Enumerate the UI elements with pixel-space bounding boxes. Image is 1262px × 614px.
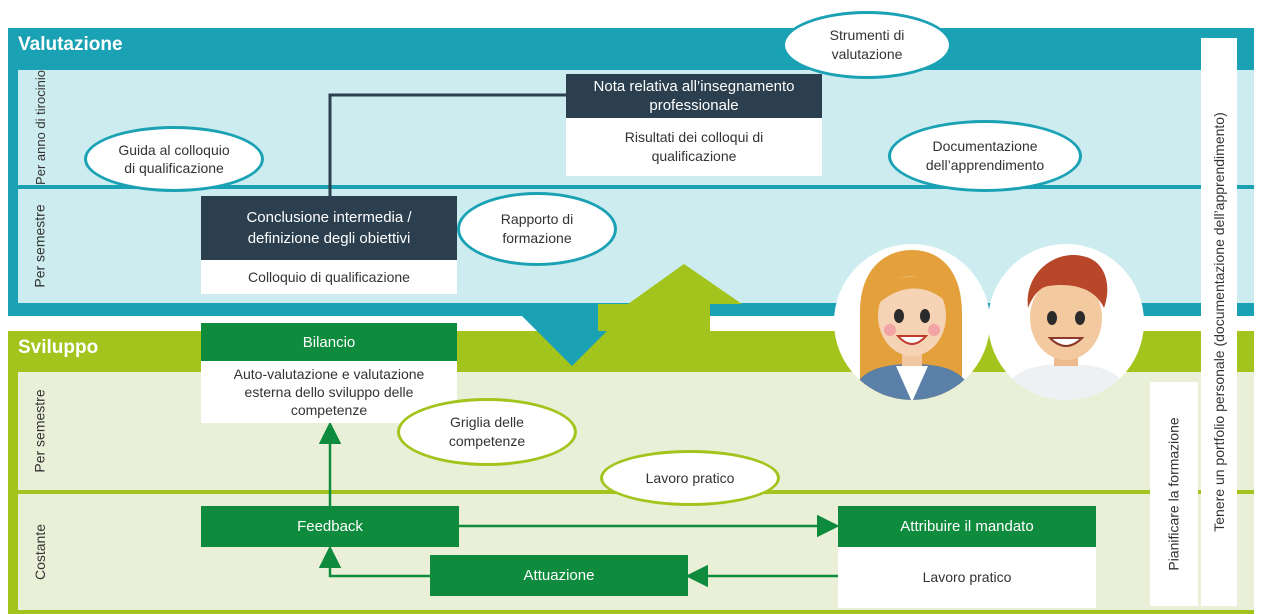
- attribuire-header-box: Attribuire il mandato: [838, 506, 1096, 547]
- up-arrow: [598, 264, 742, 331]
- guida-oval: Guida al colloquio di qualificazione: [84, 126, 264, 192]
- nota-body-box: Risultati dei colloqui di qualificazione: [566, 118, 822, 176]
- down-arrow: [522, 316, 622, 366]
- attuazione-box: Attuazione: [430, 555, 688, 596]
- attuazione-to-feedback-arrow: [318, 545, 430, 578]
- rapporto-oval: Rapporto di formazione: [457, 192, 617, 266]
- attribuire-body-box: Lavoro pratico: [838, 547, 1096, 608]
- pianificare-label: Pianificare la formazione: [1150, 382, 1198, 606]
- bilancio-header-box: Bilancio: [201, 323, 457, 361]
- feedback-box: Feedback: [201, 506, 459, 547]
- conclusione-header-box: Conclusione intermedia / definizione deg…: [201, 196, 457, 260]
- conclusione-body-box: Colloquio di qualificazione: [201, 260, 457, 294]
- strumenti-oval: Strumenti di valutazione: [782, 11, 952, 79]
- documentazione-oval: Documentazione dell’apprendimento: [888, 120, 1082, 192]
- nota-connector: [328, 93, 566, 205]
- nota-header-box: Nota relativa all’insegnamento professio…: [566, 74, 822, 118]
- avatar-woman: [834, 244, 990, 400]
- avatar-man: [988, 244, 1144, 400]
- sviluppo-title: Sviluppo: [18, 337, 99, 358]
- griglia-oval: Griglia delle competenze: [397, 398, 577, 466]
- valutazione-title: Valutazione: [18, 34, 123, 55]
- lavoro-oval: Lavoro pratico: [600, 450, 780, 506]
- portfolio-label: Tenere un portfolio personale (documenta…: [1201, 38, 1237, 606]
